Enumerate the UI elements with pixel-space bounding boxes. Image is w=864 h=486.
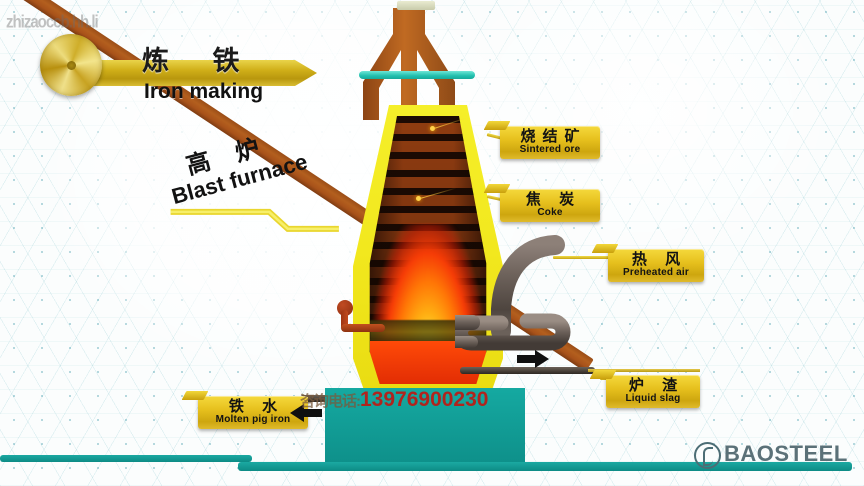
callout-sintered-ore[interactable]: 烧结矿 Sintered ore <box>483 121 600 159</box>
blast-furnace-leader-line <box>170 208 339 232</box>
liquid-slag-cn: 炉 渣 <box>628 377 685 394</box>
baosteel-wordmark: BAOSTEEL <box>724 441 848 466</box>
charging-platform-bar <box>359 71 475 79</box>
slag-flow-arrow <box>517 350 549 373</box>
arrow-right-icon <box>517 350 549 368</box>
title-banner: 炼 铁 Iron making <box>22 26 332 102</box>
coke-cn: 焦 炭 <box>525 191 582 208</box>
baosteel-mark-icon <box>694 442 721 469</box>
gold-disc-icon <box>40 34 102 96</box>
sintered-ore-cn: 烧结矿 <box>520 128 587 145</box>
watermark-top-left: zhizaoccb.hh.li <box>6 12 99 33</box>
mast-frame <box>363 8 455 120</box>
mast-shape-svg <box>363 8 455 120</box>
lance-stem <box>341 310 348 330</box>
molten-pig-iron-en: Molten pig iron <box>215 414 291 425</box>
callout-coke[interactable]: 焦 炭 Coke <box>483 184 600 222</box>
charge-spark-coke <box>416 196 421 201</box>
page-title-en: Iron making <box>144 80 264 103</box>
iron-flow-arrow <box>290 404 322 427</box>
watermark-phone-prefix: 咨询电话: <box>300 393 361 410</box>
slag-runner-spout <box>588 369 700 372</box>
blast-pipe-riser <box>491 235 565 341</box>
tuyere-lower <box>360 336 478 348</box>
liquid-slag-en: Liquid slag <box>625 393 681 404</box>
preheated-air-cn: 热 风 <box>631 251 688 268</box>
lance-arm <box>341 324 385 332</box>
page-title-cn: 炼 铁 <box>142 46 258 76</box>
preheated-air-leader <box>553 256 615 259</box>
banner-arrow-bar <box>62 60 317 86</box>
preheated-air-en: Preheated air <box>623 267 689 278</box>
molten-pig-iron-cn: 铁 水 <box>228 398 285 415</box>
callout-preheated-air[interactable]: 热 风 Preheated air <box>591 244 704 282</box>
furnace-base-platform <box>325 388 525 467</box>
ground-line-right <box>238 462 852 471</box>
watermark-phone: 咨询电话:13976900230 <box>300 388 488 412</box>
callout-liquid-slag[interactable]: 炉 渣 Liquid slag <box>589 370 700 408</box>
baosteel-logo: BAOSTEEL <box>694 440 854 474</box>
furnace-top-mast <box>335 0 475 120</box>
sintered-ore-en: Sintered ore <box>519 144 581 155</box>
slag-runner <box>460 367 595 374</box>
ground-line-left <box>0 455 252 462</box>
coke-en: Coke <box>537 207 563 218</box>
mast-cap <box>397 1 435 10</box>
callout-molten-pig-iron[interactable]: 铁 水 Molten pig iron <box>181 391 308 429</box>
charge-spark-ore <box>430 126 435 131</box>
arrow-left-icon <box>290 404 322 422</box>
blast-furnace-callout: 高 炉 Blast furnace <box>150 132 380 240</box>
taphole-lance <box>335 300 385 336</box>
watermark-phone-number: 13976900230 <box>360 388 489 411</box>
tuyere-upper <box>360 315 480 330</box>
